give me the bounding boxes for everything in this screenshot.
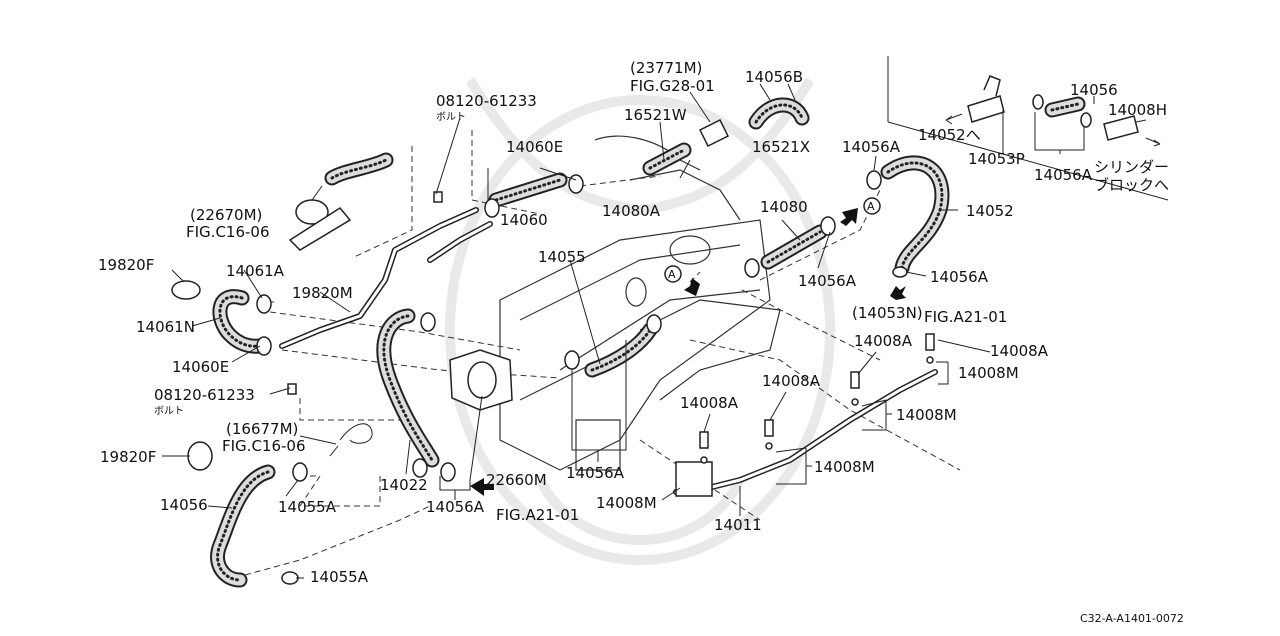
label-14053p: 14053P	[968, 150, 1025, 168]
label-19820f-top: 19820F	[98, 256, 154, 274]
label-23771m: (23771M)	[630, 59, 702, 77]
label-14055a-1: 14055A	[278, 498, 337, 516]
spring-clip	[329, 423, 373, 457]
label-08120-61233-top: 08120-61233	[436, 92, 537, 110]
label-14008a-3: 14008A	[762, 372, 821, 390]
label-14008a-1: 14008A	[854, 332, 913, 350]
direction-arrows	[470, 113, 1161, 496]
label-bolt-top: ボルト	[436, 111, 466, 123]
label-14008a-2: 14008A	[990, 342, 1049, 360]
label-19820m: 19820M	[292, 284, 353, 302]
label-14056a-r2: 14056A	[930, 268, 989, 286]
label-14008h: 14008H	[1108, 101, 1167, 119]
label-14008a-4: 14008A	[680, 394, 739, 412]
watermark-emblem	[445, 77, 835, 565]
label-14052: 14052	[966, 202, 1014, 220]
label-14053n: (14053N)	[852, 304, 923, 322]
label-fig-g28-01: FIG.G28-01	[630, 77, 715, 95]
label-fig-a21-01-bot: FIG.A21-01	[496, 506, 579, 524]
label-14008m-3: 14008M	[814, 458, 875, 476]
label-14056a-low: 14056A	[426, 498, 485, 516]
label-cylinder-1: シリンダー	[1094, 158, 1169, 176]
label-fig-a21-01-right: FIG.A21-01	[924, 308, 1007, 326]
label-14060e-top: 14060E	[506, 138, 563, 156]
label-14022: 14022	[380, 476, 428, 494]
label-fig-c16-06-bot: FIG.C16-06	[222, 437, 306, 455]
label-14060e-bot: 14060E	[172, 358, 229, 376]
label-14061a: 14061A	[226, 262, 285, 280]
label-fig-c16-06-top: FIG.C16-06	[186, 223, 270, 241]
label-14056a-bot: 14056A	[566, 464, 625, 482]
label-22660m: 22660M	[486, 471, 547, 489]
bolts	[287, 191, 935, 464]
hose-clamps	[171, 94, 1092, 585]
label-19820f-bot: 19820F	[100, 448, 156, 466]
label-14011: 14011	[714, 516, 762, 534]
part-labels: (23771M) FIG.G28-01 14056B 14056 14008H …	[98, 59, 1184, 625]
label-14056a-inset: 14056A	[1034, 166, 1093, 184]
components	[288, 75, 1139, 497]
label-14056b: 14056B	[745, 68, 803, 86]
label-14052-he: 14052へ	[918, 126, 981, 144]
label-14055: 14055	[538, 248, 586, 266]
label-14080a: 14080A	[602, 202, 661, 220]
leader-lines	[162, 83, 1147, 579]
label-cylinder-2: ブロックへ	[1094, 176, 1169, 194]
label-14008m-4: 14008M	[596, 494, 657, 512]
label-14061n: 14061N	[136, 318, 195, 336]
label-bolt-bot: ボルト	[154, 405, 184, 417]
label-14056-left: 14056	[160, 496, 208, 514]
label-14056a-r1: 14056A	[798, 272, 857, 290]
label-14008m-2: 14008M	[896, 406, 957, 424]
label-14008m-1: 14008M	[958, 364, 1019, 382]
marker-a-group: A A	[664, 197, 881, 283]
label-14056-top: 14056	[1070, 81, 1118, 99]
label-16521w: 16521W	[624, 106, 687, 124]
marker-a-2: A	[668, 268, 676, 281]
label-14080: 14080	[760, 198, 808, 216]
marker-a-1: A	[867, 200, 875, 213]
label-14055a-2: 14055A	[310, 568, 369, 586]
label-16521x: 16521X	[752, 138, 810, 156]
label-14056a-mid: 14056A	[842, 138, 901, 156]
label-08120-61233-bot: 08120-61233	[154, 386, 255, 404]
label-14060: 14060	[500, 211, 548, 229]
label-22670m: (22670M)	[190, 206, 262, 224]
reference-code: C32-A-A1401-0072	[1080, 612, 1184, 625]
label-16677m: (16677M)	[226, 420, 298, 438]
inset-border	[887, 56, 1169, 201]
